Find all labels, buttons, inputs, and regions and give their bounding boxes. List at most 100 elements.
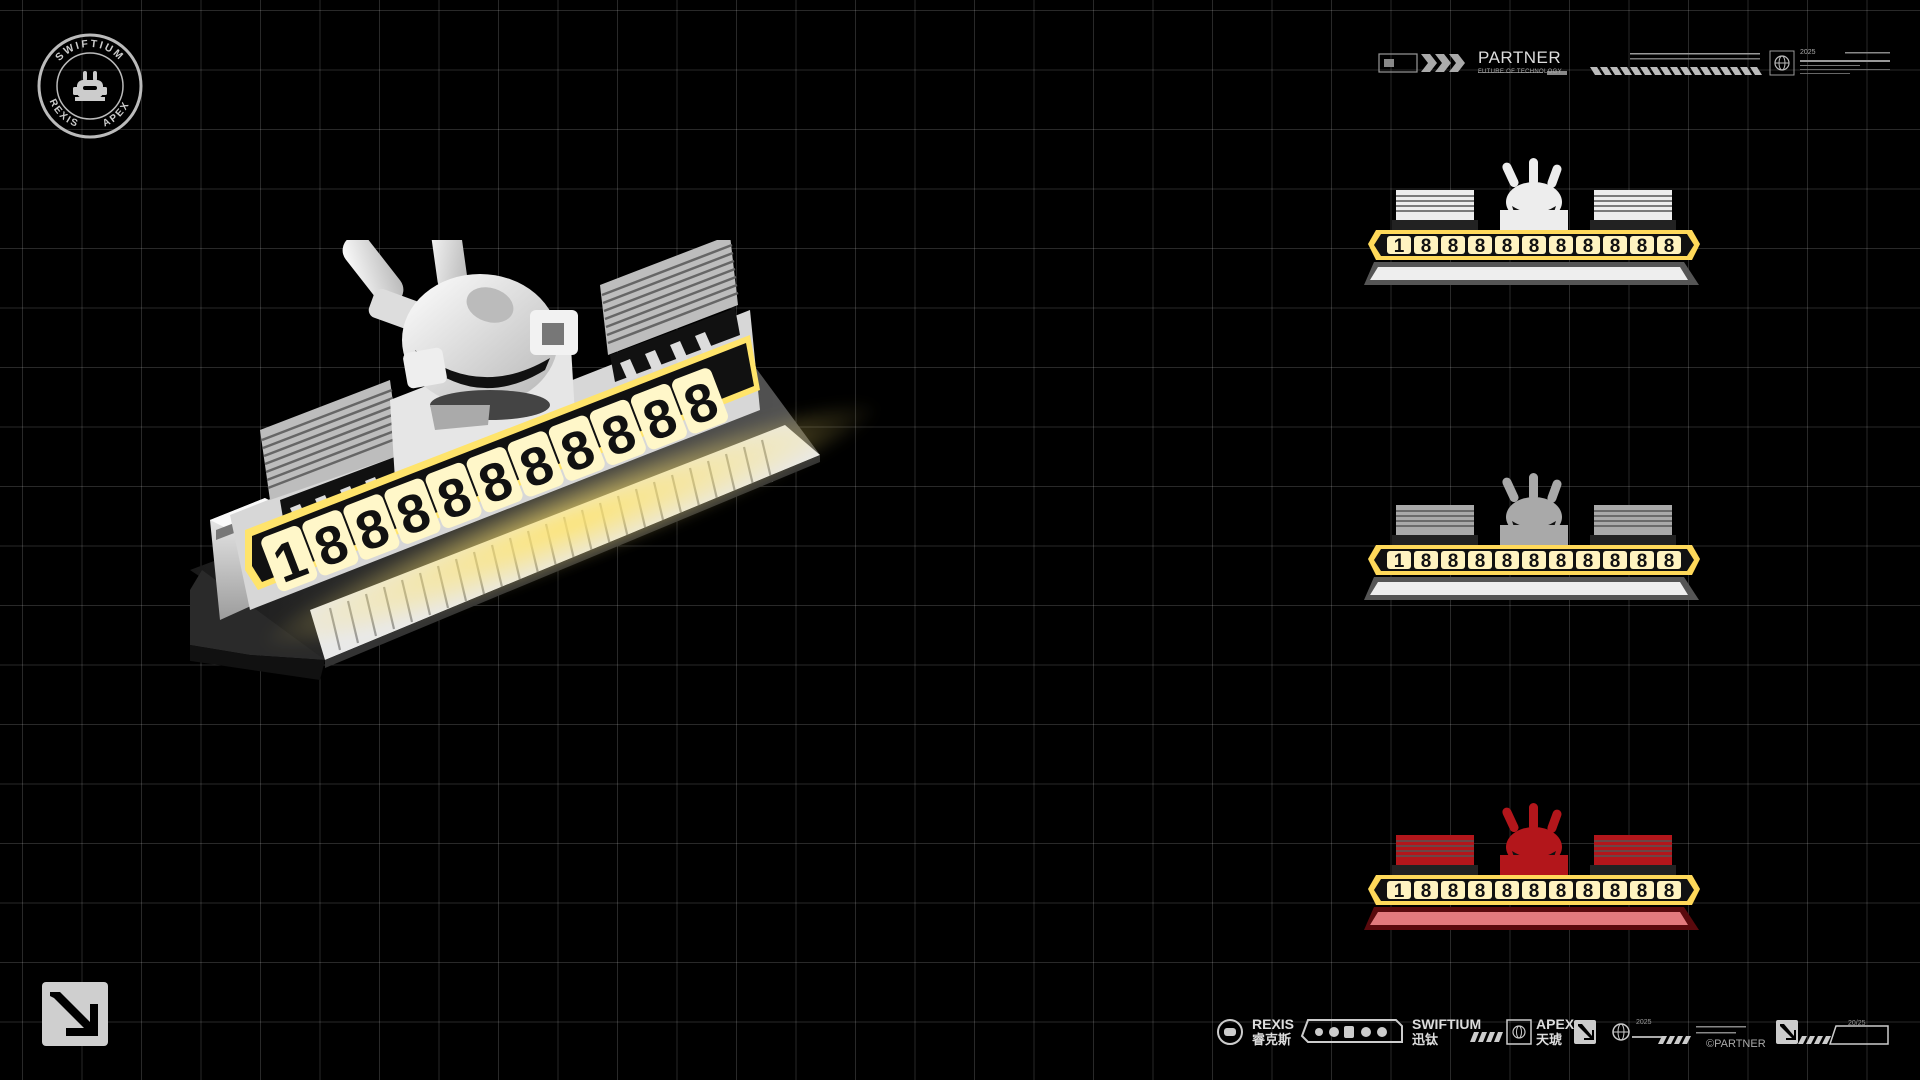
variant-digit-tile <box>1522 551 1546 569</box>
variant-digit: 8 <box>1475 881 1486 902</box>
hero-digit-tile <box>507 431 564 497</box>
variant-digit: 8 <box>1475 551 1486 572</box>
variant-digit: 1 <box>1394 236 1405 257</box>
variant-left-vent <box>1392 505 1478 547</box>
hero-digit-tile <box>384 478 441 544</box>
variant-digit: 1 <box>1394 551 1405 572</box>
hero-digit-tile <box>589 399 646 465</box>
variant-digit: 1 <box>1394 881 1405 902</box>
variant-digit: 8 <box>1664 551 1675 572</box>
footer-apex-cn: 天琥 <box>1536 1032 1563 1047</box>
footer-arrow-icon <box>1574 1020 1596 1044</box>
variant-digit-tile <box>1495 881 1519 899</box>
variant-digit: 8 <box>1610 881 1621 902</box>
partner-subtitle: FUTURE OF TECHNOLOGY <box>1478 69 1562 75</box>
variant-digit: 8 <box>1502 881 1513 902</box>
variant-base <box>1364 262 1699 285</box>
variant-digit-tile <box>1468 236 1492 254</box>
variant-digit-tile <box>1657 551 1681 569</box>
footer-swiftium: SWIFTIUM <box>1412 1016 1482 1032</box>
variant-digit: 8 <box>1421 236 1432 257</box>
footer-swiftium-cn: 迅钛 <box>1412 1032 1439 1047</box>
variant-digit: 8 <box>1421 881 1432 902</box>
variant-left-vent <box>1392 190 1478 232</box>
footer-seal-icon <box>1217 1019 1243 1045</box>
hero-right-vent <box>600 235 739 355</box>
hero-left-vent <box>260 380 400 500</box>
variant-digit-tile <box>1630 236 1654 254</box>
arrow-corner-icon <box>42 982 108 1046</box>
variant-digit: 8 <box>1610 551 1621 572</box>
partner-header: PARTNER FUTURE OF TECHNOLOGY 2025 <box>1375 48 1895 82</box>
partner-year: 2025 <box>1800 49 1816 56</box>
variant-digit-tile <box>1576 236 1600 254</box>
chevrons-icon <box>1421 54 1465 72</box>
variant-base <box>1364 577 1699 600</box>
variant-digit-tile <box>1657 881 1681 899</box>
variant-digit-tile <box>1576 551 1600 569</box>
hero-digit-tile <box>261 525 318 592</box>
variant-digit: 8 <box>1448 881 1459 902</box>
globe-icon <box>1769 50 1795 76</box>
variant-digit-tile <box>1495 236 1519 254</box>
footer-apex: APEX <box>1536 1016 1575 1032</box>
variant-digit: 8 <box>1556 236 1567 257</box>
variant-left-vent <box>1392 835 1478 877</box>
variant-digit: 8 <box>1637 236 1648 257</box>
hero-plate-number-text: 18888888888 <box>190 240 197 241</box>
variant-digit-tile <box>1387 236 1411 254</box>
variant-digit: 8 <box>1610 236 1621 257</box>
variant-digit-tile <box>1603 881 1627 899</box>
variant-base <box>1364 907 1699 930</box>
variant-digit-tile <box>1630 881 1654 899</box>
footer-globe-icon <box>1506 1019 1532 1045</box>
variant-digit-tile <box>1549 236 1573 254</box>
footer-rexis-cn: 睿克斯 <box>1252 1032 1292 1047</box>
variant-robot <box>1500 473 1568 547</box>
variant-robot <box>1500 158 1568 232</box>
variant-digit: 8 <box>1637 551 1648 572</box>
variant-digit: 8 <box>1583 551 1594 572</box>
variant-digit-tile <box>1414 881 1438 899</box>
variant-digit-tile <box>1603 551 1627 569</box>
brand-seal-logo: SWIFTIUM REXIS APEX <box>37 33 143 139</box>
variant-digit: 8 <box>1664 881 1675 902</box>
variant-digit: 8 <box>1556 551 1567 572</box>
footer-partner: ©PARTNER <box>1706 1038 1766 1050</box>
variant-digit-tile <box>1549 881 1573 899</box>
hero-digit-tile <box>548 415 605 481</box>
footer-pill-badge <box>1300 1019 1403 1043</box>
variant-digit-tile <box>1549 551 1573 569</box>
variant-digit: 8 <box>1529 551 1540 572</box>
variant-digit-tile <box>1522 236 1546 254</box>
variant-digit: 8 <box>1475 236 1486 257</box>
variant-digit: 8 <box>1502 236 1513 257</box>
partner-title: PARTNER <box>1478 48 1562 67</box>
hero-digit-tile <box>466 447 523 513</box>
variant-digit-tile <box>1414 236 1438 254</box>
hero-digit-tile <box>672 368 728 434</box>
variant-digit: 8 <box>1664 236 1675 257</box>
footer-date: 20/25 <box>1848 1020 1866 1027</box>
variant-digit-tile <box>1414 551 1438 569</box>
variant-right-vent <box>1590 505 1676 547</box>
seal-bottom-left-text: REXIS <box>47 97 79 130</box>
variant-digit-tile <box>1387 551 1411 569</box>
variant-digit: 8 <box>1583 236 1594 257</box>
variant-digit: 8 <box>1421 551 1432 572</box>
hero-robot-figure <box>342 200 578 480</box>
hero-digit-tile <box>630 384 687 450</box>
footer-globe-icon-2 <box>1612 1023 1630 1041</box>
variant-digit: 8 <box>1502 551 1513 572</box>
variant-digit-tile <box>1522 881 1546 899</box>
variant-digit-tile <box>1657 236 1681 254</box>
variant-digit: 8 <box>1529 881 1540 902</box>
variant-digit-tile <box>1441 551 1465 569</box>
variant-digit: 8 <box>1529 236 1540 257</box>
footer-brand-strip: REXIS 睿克斯 SWIFTIUM 迅钛 APEX 天琥 2025 ©PART… <box>1216 1010 1896 1054</box>
svg-text:REXIS: REXIS <box>47 97 81 130</box>
variant-digit-tile <box>1441 881 1465 899</box>
